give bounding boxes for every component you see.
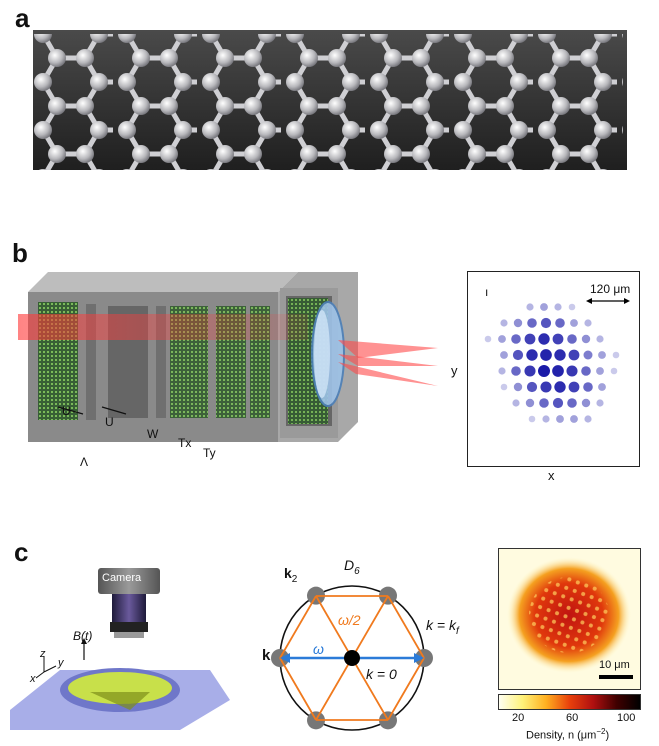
intensity-spot	[526, 349, 538, 361]
intensity-spot	[581, 366, 591, 376]
intensity-spot	[526, 303, 534, 311]
panel-letter-c: c	[14, 537, 29, 567]
intensity-spots	[484, 303, 620, 423]
intensity-spot	[540, 303, 548, 311]
density-image: 10 μm	[498, 548, 641, 690]
intensity-spot	[540, 317, 552, 329]
experiment-setup-illustration	[10, 568, 230, 730]
graphene-lattice-illustration	[33, 30, 627, 170]
intensity-spot	[540, 349, 552, 361]
colorbar-tick-60: 60	[566, 712, 579, 724]
label-u1: U	[62, 404, 71, 418]
intensity-spot	[596, 399, 604, 407]
intensity-spot	[567, 334, 577, 344]
intensity-spot	[583, 350, 593, 360]
camera-label: Camera	[102, 572, 142, 584]
intensity-spot	[598, 351, 606, 359]
intensity-spot	[538, 365, 550, 377]
axis-y-label: y	[58, 657, 64, 669]
intensity-spot	[512, 349, 524, 361]
label-ty: Ty	[203, 446, 216, 460]
axis-z-label: z	[40, 648, 46, 660]
intensity-spot	[525, 398, 535, 408]
label-lambda: Λ	[80, 455, 89, 469]
intensity-spot	[513, 382, 523, 392]
intensity-spot	[500, 383, 508, 391]
intensity-spot	[554, 303, 562, 311]
axis-x-label: x	[30, 673, 36, 685]
intensity-spot	[528, 415, 536, 423]
intensity-spot	[568, 349, 580, 361]
intensity-spot	[511, 366, 521, 376]
intensity-spot	[555, 318, 565, 328]
panel-letter-a: a	[15, 3, 30, 33]
magnetic-field-label: B(t)	[73, 629, 93, 643]
intensity-spot	[566, 365, 578, 377]
density-blob	[507, 557, 633, 679]
intensity-spot	[584, 319, 592, 327]
inset-tick-mark: ı	[485, 285, 489, 299]
intensity-spot	[500, 351, 508, 359]
intensity-spot	[527, 318, 537, 328]
intensity-spot	[484, 335, 492, 343]
intensity-spot	[581, 334, 591, 344]
intensity-spot	[554, 381, 566, 393]
omega-half-label: ω/2	[338, 612, 361, 628]
optical-cavity-illustration	[18, 272, 438, 442]
intensity-spot	[581, 398, 591, 408]
label-tx: Tx	[178, 436, 192, 450]
intensity-spot	[568, 381, 580, 393]
intensity-spot	[596, 335, 604, 343]
label-u2: U	[105, 415, 114, 429]
intensity-spot	[552, 333, 564, 345]
intensity-spot	[556, 415, 564, 423]
intensity-spot	[512, 399, 520, 407]
intensity-spot	[524, 365, 536, 377]
intensity-spot	[598, 383, 606, 391]
colorbar-tick-100: 100	[617, 712, 636, 724]
intensity-spot	[610, 367, 618, 375]
lattice-intensity-image: ı 120 μm	[467, 271, 640, 467]
intensity-spot	[570, 319, 578, 327]
intensity-spot	[513, 318, 523, 328]
intensity-spot	[584, 415, 592, 423]
intensity-spot	[568, 303, 576, 311]
density-colorbar	[498, 694, 641, 710]
k2-label: k2	[284, 565, 298, 585]
label-w: W	[147, 427, 159, 441]
intensity-spot	[596, 367, 604, 375]
colorbar-label: Density, n (μm−2)	[526, 727, 610, 742]
density-scale-label: 10 μm	[599, 659, 630, 671]
intensity-spot	[540, 381, 552, 393]
label-x-axis: x	[548, 468, 555, 483]
omega-label: ω	[313, 641, 324, 657]
panel-letter-b: b	[12, 238, 28, 268]
intensity-spot	[612, 351, 620, 359]
intensity-spot	[552, 397, 564, 409]
intensity-spot	[538, 333, 550, 345]
intensity-spot	[498, 335, 506, 343]
intensity-spot	[570, 415, 578, 423]
center-point	[344, 650, 360, 666]
intensity-spot	[526, 381, 538, 393]
intensity-spot	[524, 333, 536, 345]
intensity-spot	[498, 367, 506, 375]
scale-bar-arrow	[586, 298, 630, 304]
intensity-spot	[552, 365, 564, 377]
intensity-spot	[567, 398, 577, 408]
intensity-spot	[554, 349, 566, 361]
scale-bar-label: 120 μm	[590, 282, 631, 296]
intensity-spot	[583, 382, 593, 392]
intensity-spot	[542, 415, 550, 423]
k-zero-label: k = 0	[366, 666, 397, 682]
momentum-space-diagram	[271, 585, 433, 731]
label-y-axis: y	[451, 363, 458, 378]
intensity-spot	[539, 398, 549, 408]
intensity-spot	[500, 319, 508, 327]
intensity-spot	[511, 334, 521, 344]
k-equals-kf-label: k = kf	[426, 617, 459, 637]
colorbar-tick-20: 20	[512, 712, 525, 724]
k-label: k	[262, 647, 271, 664]
d6-label: D6	[344, 557, 360, 577]
